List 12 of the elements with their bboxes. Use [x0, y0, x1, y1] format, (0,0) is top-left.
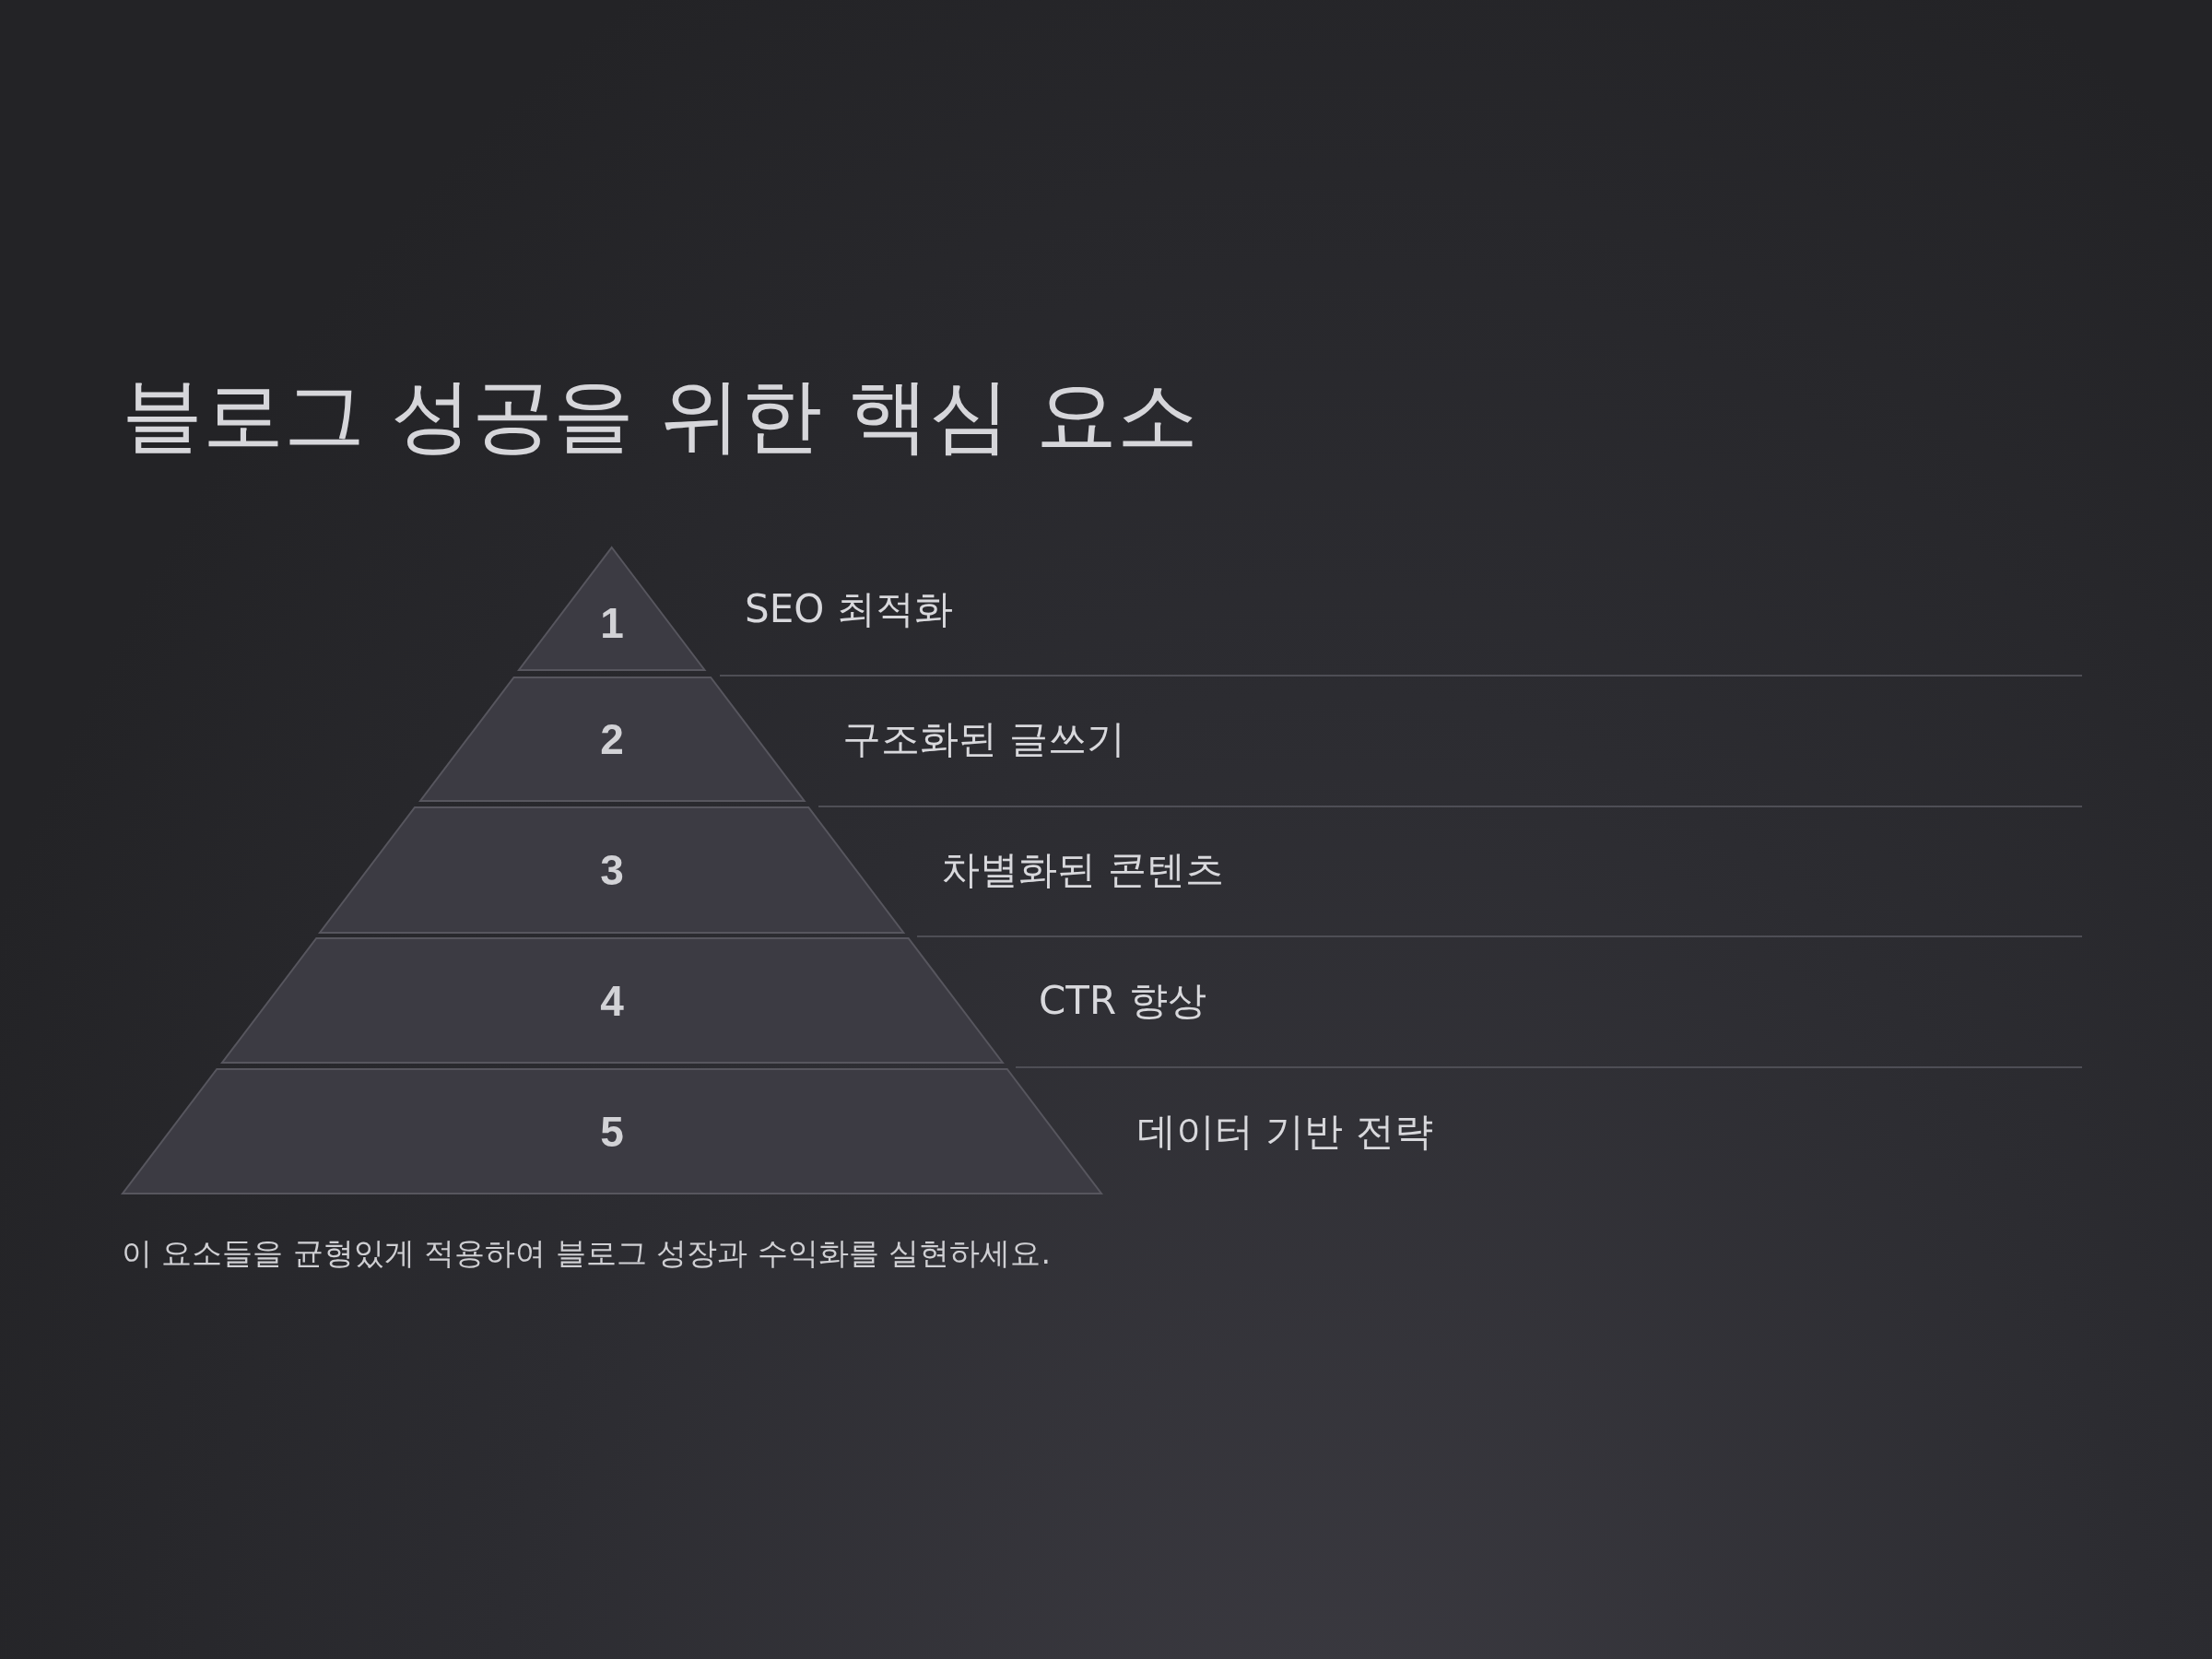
tier-number: 3 — [600, 845, 624, 895]
tier-label: 데이터 기반 전략 — [1137, 1107, 1433, 1156]
caption: 이 요소들을 균형있게 적용하여 블로그 성장과 수익화를 실현하세요. — [122, 1234, 1051, 1273]
tier-label: CTR 향상 — [1039, 976, 1206, 1025]
tier-number: 2 — [600, 714, 624, 764]
tier-label: 구조화된 글쓰기 — [842, 715, 1126, 763]
tier-label: 차별화된 콘텐츠 — [941, 846, 1225, 894]
tier-number: 4 — [600, 975, 624, 1026]
title: 블로그 성공을 위한 핵심 요소 — [122, 367, 1198, 465]
tier-number: 5 — [600, 1106, 624, 1157]
tier-label: SEO 최적화 — [745, 584, 953, 633]
tier-number: 1 — [600, 597, 624, 648]
